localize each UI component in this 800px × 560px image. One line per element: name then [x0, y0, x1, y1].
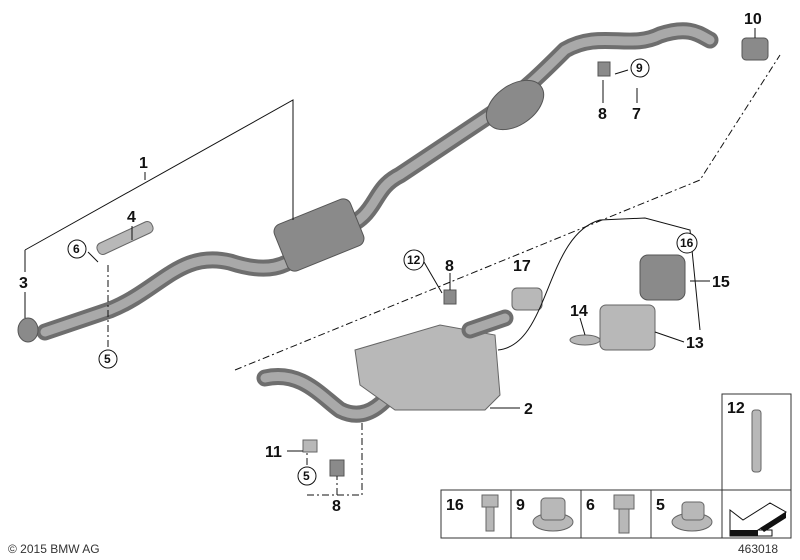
callout-circle-9 — [630, 58, 650, 78]
bracket-4[interactable] — [95, 220, 154, 256]
bracket-11[interactable] — [302, 439, 318, 453]
parts-cell-12-label: 12 — [727, 400, 745, 417]
callout-15: 15 — [712, 274, 730, 291]
callout-4: 4 — [127, 209, 136, 226]
callout-8: 8 — [598, 106, 607, 123]
callout-5b: 5 — [303, 469, 310, 483]
parts-cell-9-label: 9 — [516, 497, 525, 514]
sleeve-17[interactable] — [511, 287, 543, 311]
callout-1: 1 — [139, 155, 148, 172]
callout-12: 12 — [407, 253, 421, 267]
actuator-15[interactable] — [639, 254, 686, 301]
direction-arrow-shadow — [730, 512, 786, 536]
callout-5: 5 — [104, 352, 111, 366]
clamp-10[interactable] — [741, 37, 769, 61]
gasket-13[interactable] — [599, 304, 656, 351]
callout-9: 9 — [636, 61, 643, 75]
leader-lines — [24, 28, 781, 496]
front-exhaust-pipe[interactable] — [36, 22, 719, 341]
copyright: © 2015 BMW AG — [8, 542, 100, 556]
callout-circle-16 — [676, 232, 698, 254]
bolt-icon — [481, 494, 499, 508]
callout-7: 7 — [632, 106, 641, 123]
parts-cell-6-label: 6 — [586, 497, 595, 514]
flange-nut-body — [540, 497, 566, 521]
hex-bolt-shank — [618, 508, 630, 534]
callout-circle-5 — [98, 349, 118, 369]
rubber-mount-8c[interactable] — [329, 459, 345, 477]
rubber-mount-8b[interactable] — [443, 289, 457, 305]
callout-3: 3 — [19, 275, 28, 292]
rubber-mount-8[interactable] — [597, 61, 611, 77]
diagram-number: 463018 — [738, 542, 778, 556]
parts-table: 12 16 9 6 5 — [440, 393, 792, 539]
hex-bolt-icon — [613, 494, 635, 510]
clip-14[interactable] — [569, 334, 601, 346]
callout-6: 6 — [73, 242, 80, 256]
callout-circle-12 — [403, 249, 425, 271]
callout-circle-6 — [67, 239, 87, 259]
callout-11: 11 — [265, 444, 282, 461]
nut-body — [681, 501, 705, 521]
stud-bolt-icon — [751, 409, 762, 473]
callout-10: 10 — [744, 11, 762, 28]
callout-16: 16 — [680, 236, 694, 250]
parts-cell-16-label: 16 — [446, 497, 464, 514]
callout-circle-5b — [297, 466, 317, 486]
callout-8b: 8 — [445, 258, 454, 275]
bolt-shank — [485, 506, 495, 532]
callout-8c: 8 — [332, 498, 341, 515]
rear-muffler[interactable] — [256, 309, 514, 423]
parts-cell-5-label: 5 — [656, 497, 665, 514]
callout-2: 2 — [524, 401, 533, 418]
callout-14: 14 — [570, 303, 588, 320]
callout-13: 13 — [686, 335, 704, 352]
clamp-3[interactable] — [17, 317, 39, 343]
callout-17: 17 — [513, 258, 531, 275]
